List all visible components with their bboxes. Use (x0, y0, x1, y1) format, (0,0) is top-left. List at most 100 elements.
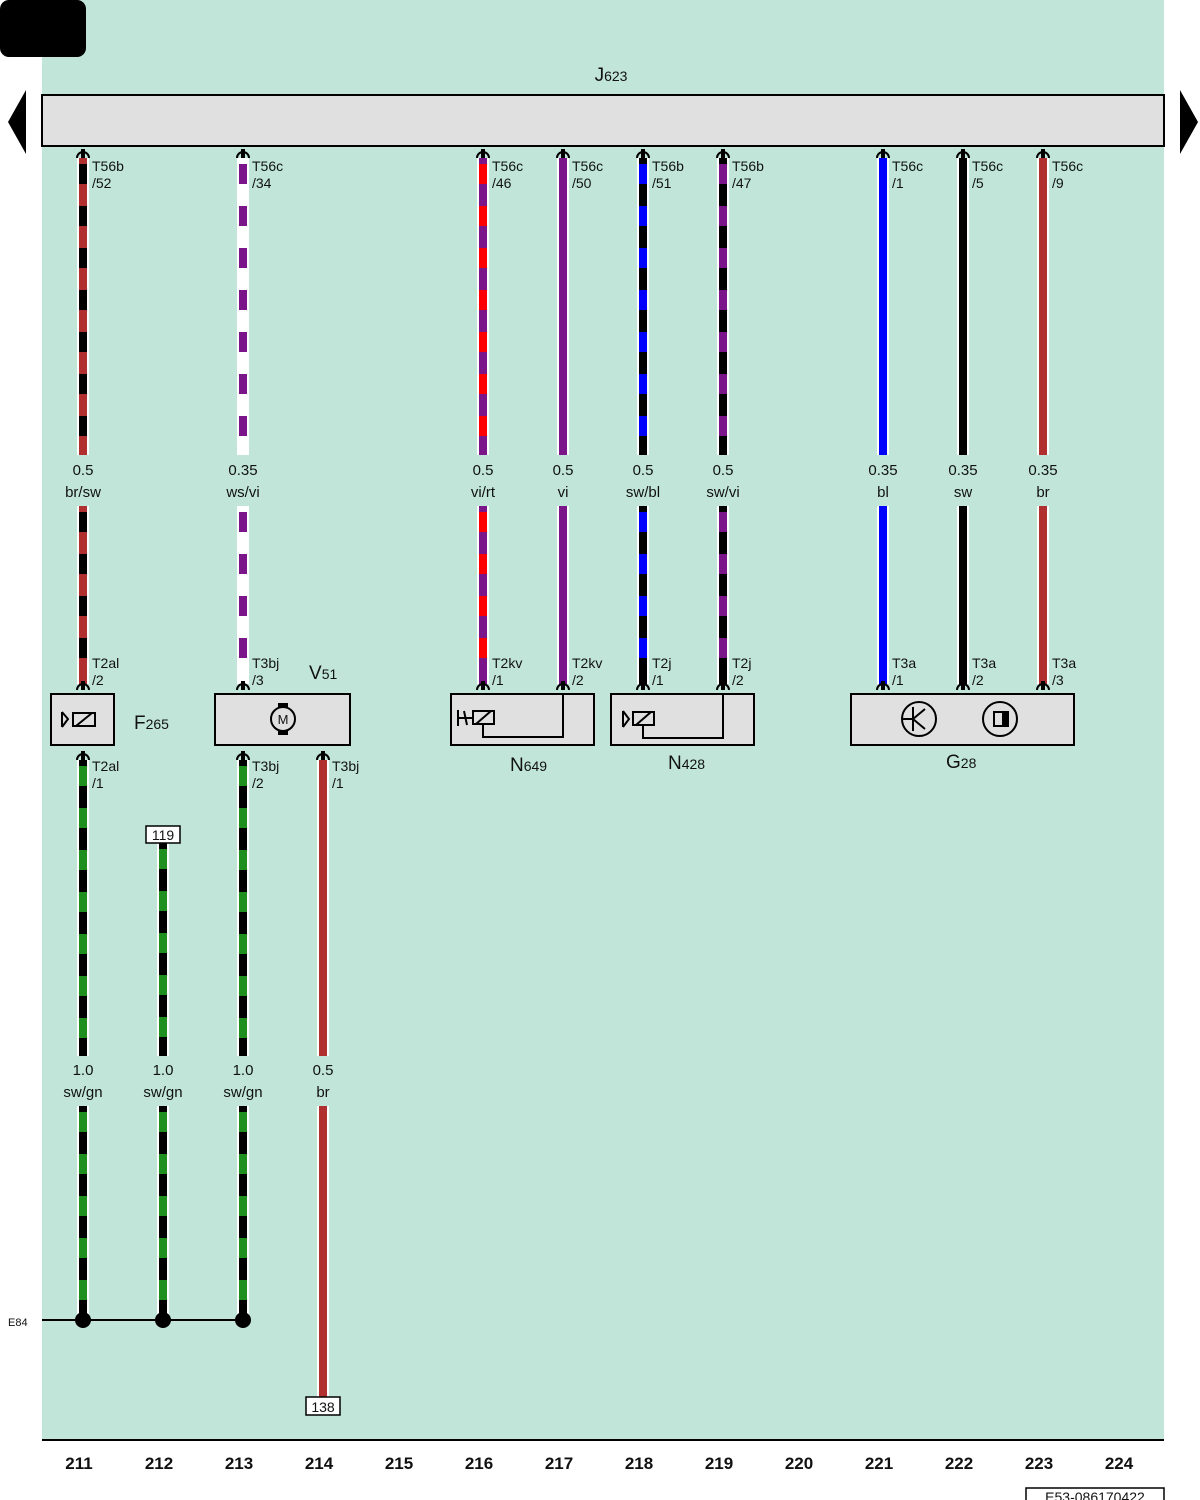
connector-label-lower: T2al/1 (92, 758, 119, 791)
wire-stripe (79, 206, 87, 226)
wire-stripe (639, 164, 647, 184)
doc-id-box (1025, 1487, 1165, 1500)
wire-stripe (719, 374, 727, 394)
wire-214-bottom-b[interactable] (317, 1106, 329, 1397)
connector-pin-icon (476, 149, 490, 159)
wire-211-bottom-b[interactable] (77, 1106, 89, 1320)
wire-216-upper[interactable] (477, 158, 489, 455)
wire-stripe (639, 248, 647, 268)
wire-stripe (719, 206, 727, 226)
wire-stripe (79, 892, 87, 912)
wire-211-bottom-a[interactable] (77, 760, 89, 1056)
wire-stripe (239, 1238, 247, 1258)
component-n428[interactable]: N428 (610, 693, 755, 774)
wire-213-lower[interactable] (237, 506, 249, 684)
wire-stripe (79, 554, 87, 574)
wire-stripe (719, 248, 727, 268)
wire-213-bottom-a[interactable] (237, 760, 249, 1056)
svg-text:M: M (278, 712, 289, 727)
connector-pin-icon (236, 681, 250, 691)
wire-core (959, 158, 967, 455)
wire-221-lower[interactable] (877, 506, 889, 684)
prev-page-arrow-icon[interactable] (8, 90, 26, 154)
wire-211-lower[interactable] (77, 506, 89, 684)
f265-number: 265 (146, 716, 170, 732)
wire-222-upper[interactable] (957, 158, 969, 455)
doc-id: E53-086170422 (1045, 1489, 1145, 1500)
connector-pin-icon (1036, 681, 1050, 691)
wire-213-bottom-b[interactable] (237, 1106, 249, 1320)
wire-stripe (79, 1154, 87, 1174)
wire-stripe (79, 164, 87, 184)
n428-label: N428 (668, 753, 705, 774)
connector-label-top: T56c/9 (1052, 158, 1083, 191)
wire-stripe (239, 1196, 247, 1216)
wire-stripe (79, 374, 87, 394)
wire-211-upper[interactable] (77, 158, 89, 455)
component-n649[interactable]: N649 (450, 693, 595, 776)
wire-218-lower[interactable] (637, 506, 649, 684)
f265-label: F265 (134, 713, 169, 734)
wire-spec-color: vi/rt (471, 484, 496, 501)
connector-pin-icon (876, 681, 890, 691)
connector-label-top: T56c/46 (492, 158, 523, 191)
wire-stripe (159, 1017, 167, 1037)
wire-221-upper[interactable] (877, 158, 889, 455)
wire-stripe (239, 512, 247, 532)
reference-box-top[interactable]: 119 (145, 825, 181, 844)
column-number: 220 (785, 1454, 813, 1473)
wire-218-upper[interactable] (637, 158, 649, 455)
wire-stripe (79, 638, 87, 658)
connector-label-bottom: T3a/2 (972, 655, 996, 688)
connector-label-top: T56b/47 (732, 158, 764, 191)
g28-letter: G (946, 752, 961, 773)
wire-stripe (479, 596, 487, 616)
component-g28[interactable]: G28 (850, 693, 1075, 773)
wire-212-bottom-a[interactable] (157, 843, 169, 1056)
connector-label-lower: T3bj/1 (332, 758, 359, 791)
wire-stripe (79, 248, 87, 268)
wire-stripe (639, 512, 647, 532)
wire-spec-color: sw/gn (143, 1084, 182, 1101)
n428-letter: N (668, 753, 682, 774)
connector-label-lower: T3bj/2 (252, 758, 279, 791)
wire-stripe (239, 554, 247, 574)
wire-213-upper[interactable] (237, 158, 249, 455)
g28-label: G28 (946, 752, 977, 773)
wire-216-lower[interactable] (477, 506, 489, 684)
connector-label-top: T56c/5 (972, 158, 1003, 191)
wire-spec-color: sw/vi (706, 484, 739, 501)
g28-box (850, 693, 1075, 746)
wire-stripe (79, 596, 87, 616)
wire-217-upper[interactable] (557, 158, 569, 455)
wire-223-lower[interactable] (1037, 506, 1049, 684)
wire-214-bottom-a[interactable] (317, 760, 329, 1056)
wire-core (639, 506, 647, 684)
wire-217-lower[interactable] (557, 506, 569, 684)
wire-stripe (639, 554, 647, 574)
wire-212-bottom-b[interactable] (157, 1106, 169, 1320)
wire-spec-color: br/sw (65, 484, 101, 501)
wire-stripe (639, 206, 647, 226)
wire-core (719, 506, 727, 684)
wire-stripe (159, 1154, 167, 1174)
wire-223-upper[interactable] (1037, 158, 1049, 455)
wire-219-lower[interactable] (717, 506, 729, 684)
reference-box-bottom[interactable]: 138 (305, 1396, 341, 1416)
wire-spec-size: 0.5 (473, 462, 494, 479)
wire-222-lower[interactable] (957, 506, 969, 684)
column-number: 224 (1105, 1454, 1134, 1473)
wire-stripe (159, 1196, 167, 1216)
component-f265[interactable]: F265 (50, 693, 169, 746)
wire-stripe (719, 596, 727, 616)
connector-pin-icon (236, 751, 250, 761)
wire-stripe (159, 891, 167, 911)
wire-spec-size: 1.0 (233, 1062, 254, 1079)
wire-219-upper[interactable] (717, 158, 729, 455)
next-page-arrow-icon[interactable] (1180, 90, 1198, 154)
wire-stripe (719, 638, 727, 658)
component-v51[interactable]: M V51 (214, 663, 351, 746)
column-number: 217 (545, 1454, 573, 1473)
